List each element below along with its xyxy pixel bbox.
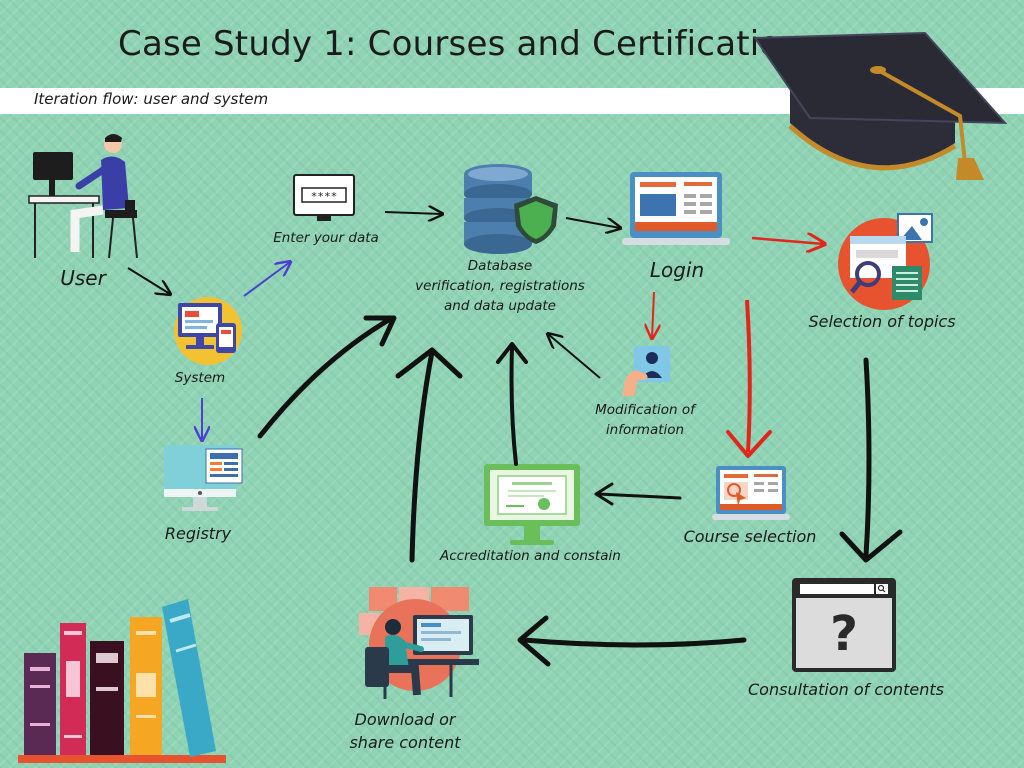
arrow-consultation-to-download <box>521 637 747 648</box>
arrow-login-to-topics <box>751 238 824 244</box>
modification-label-line2: information <box>605 422 685 438</box>
database-label-line3: and data update <box>444 298 556 314</box>
consultation-window-icon: ? <box>792 578 896 672</box>
arrow-login-to-course <box>745 299 752 453</box>
topics-label: Selection of topics <box>808 312 956 331</box>
download-label-line2: share content <box>349 733 461 752</box>
arrow-course-to-accreditation <box>596 492 682 500</box>
modification-label-line1: Modification of <box>595 402 695 418</box>
registry-label: Registry <box>164 524 232 543</box>
arrow-system-to-enter <box>243 262 290 297</box>
system-icon <box>174 297 242 365</box>
database-label-line1: Database <box>467 258 533 274</box>
arrow-accreditation-to-database <box>509 344 518 466</box>
user-label: User <box>60 266 106 290</box>
password-screen-icon: **** <box>293 174 355 221</box>
certificate-monitor-icon <box>484 464 580 545</box>
page-title: Case Study 1: Courses and Certifications <box>118 24 821 64</box>
arrow-modification-to-database <box>548 334 601 379</box>
login-label: Login <box>649 258 705 282</box>
arrow-download-to-database <box>409 349 435 563</box>
arrow-topics-to-consultation <box>863 357 872 559</box>
registry-monitor-icon <box>164 445 243 511</box>
consultation-label: Consultation of contents <box>748 680 944 699</box>
arrow-database-to-login <box>565 217 620 228</box>
download-share-workstation-icon <box>359 587 479 699</box>
arrow-login-to-modification <box>652 291 654 338</box>
course-selection-label: Course selection <box>683 527 817 546</box>
user-at-computer-icon <box>28 134 138 259</box>
database-label-line2: verification, registrations <box>415 278 585 294</box>
books-stack-icon <box>18 599 226 763</box>
topics-selection-icon <box>838 213 933 310</box>
subtitle-text: Iteration flow: user and system <box>34 90 269 108</box>
enter-data-label: Enter your data <box>273 230 379 246</box>
arrow-registry-to-database <box>257 315 395 439</box>
modification-label: Modification of information <box>580 400 710 440</box>
system-label: System <box>174 370 226 386</box>
database-shield-icon <box>464 164 558 254</box>
download-label-line1: Download or <box>354 710 456 729</box>
login-laptop-icon <box>622 172 730 245</box>
course-selection-laptop-icon <box>712 466 790 520</box>
accreditation-label: Accreditation and constain <box>440 548 621 564</box>
password-text: **** <box>311 190 338 203</box>
svg-text:?: ? <box>830 606 858 662</box>
graduation-cap-icon <box>753 31 1008 180</box>
arrow-enter-to-database <box>384 212 442 214</box>
arrow-user-to-system <box>127 267 170 294</box>
modification-touch-icon <box>622 346 670 396</box>
database-label: Database verification, registrations and… <box>405 256 595 316</box>
download-label: Download or share content <box>340 708 470 754</box>
